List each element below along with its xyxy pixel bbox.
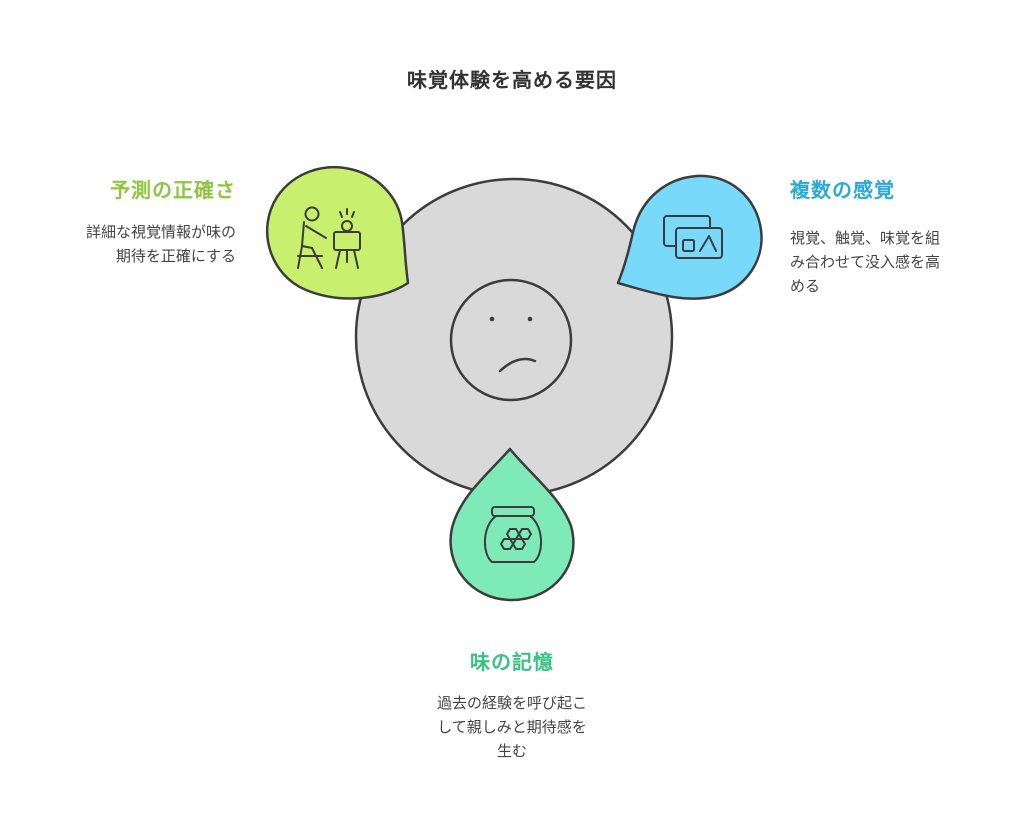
heading-prediction: 予測の正確さ	[110, 178, 236, 202]
desc-line: 詳細な視覚情報が味の	[85, 223, 236, 241]
desc-line: み合わせて没入感を高	[790, 253, 941, 271]
desc-multisensory: 視覚、触覚、味覚を組 み合わせて没入感を高 める	[790, 226, 990, 298]
desc-line: 生む	[496, 742, 527, 760]
desc-memory: 過去の経験を呼び起こ して親しみと期待感を 生む	[402, 691, 622, 763]
honey-jar-icon	[484, 506, 542, 563]
diagram-title: 味覚体験を高める要因	[407, 68, 617, 92]
sad-face-icon	[449, 278, 573, 402]
desc-line: 期待を正確にする	[115, 247, 236, 265]
desc-line: 視覚、触覚、味覚を組	[790, 229, 941, 247]
desc-line: 過去の経験を呼び起こ	[436, 694, 587, 712]
desc-line: して親しみと期待感を	[437, 718, 587, 736]
overlapping-frames-icon	[663, 215, 723, 259]
multisensory-node	[616, 174, 763, 300]
desc-prediction: 詳細な視覚情報が味の 期待を正確にする	[20, 220, 236, 268]
prediction-node	[265, 165, 410, 300]
heading-memory: 味の記憶	[470, 650, 554, 674]
desc-line: める	[790, 277, 821, 295]
memory-node	[449, 447, 575, 602]
painter-easel-icon	[297, 206, 361, 269]
heading-multisensory: 複数の感覚	[790, 178, 895, 202]
